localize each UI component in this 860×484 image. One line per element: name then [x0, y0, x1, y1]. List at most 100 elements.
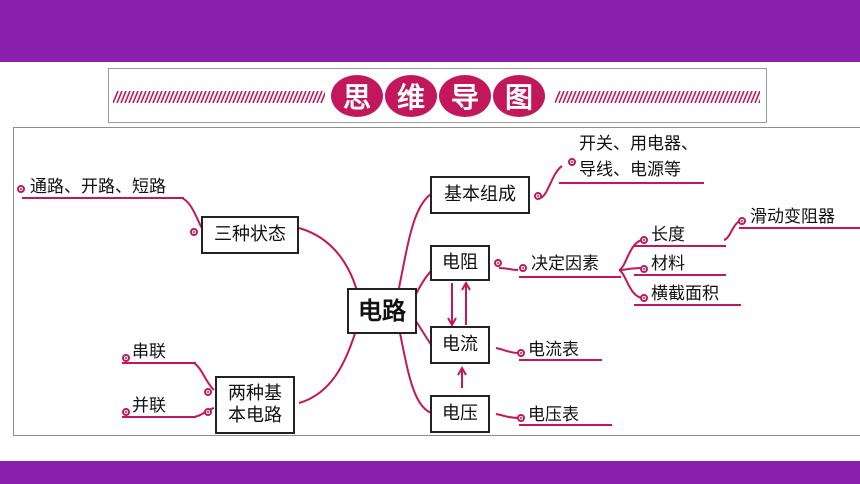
hatch-stroke — [168, 91, 175, 103]
hatch-stroke — [730, 91, 737, 103]
bullet-dot-core — [643, 239, 645, 241]
hatch-stroke — [574, 91, 581, 103]
bullet-dot — [517, 349, 525, 357]
node-composition: 基本组成 — [430, 176, 530, 214]
hatch-stroke — [224, 91, 231, 103]
text-composition-line1: 开关、用电器、 — [579, 134, 698, 154]
text-composition-line2: 导线、电源等 — [579, 160, 681, 180]
hatch-stroke — [113, 91, 119, 103]
hatch-stroke — [188, 91, 195, 103]
bullet-dot-core — [741, 220, 743, 222]
text-rheostat: 滑动变阻器 — [750, 207, 835, 227]
link-composition-items — [540, 165, 563, 199]
link-resistance-factor — [498, 267, 519, 271]
hatch-stroke — [236, 91, 243, 103]
hatch-stroke — [654, 91, 661, 103]
hatch-stroke — [622, 91, 629, 103]
hatch-stroke — [252, 91, 259, 103]
hatch-stroke — [272, 91, 279, 103]
bullet-dot-core — [520, 417, 522, 419]
link-current-ammeter — [495, 347, 520, 354]
hatch-stroke — [180, 91, 187, 103]
bullet-dot-core — [125, 411, 127, 413]
bullet-dot — [568, 158, 576, 166]
link-factor-length — [618, 239, 643, 271]
text-cross-section: 横截面积 — [651, 284, 719, 304]
hatch-stroke — [614, 91, 621, 103]
hatch-stroke — [136, 91, 143, 103]
hatch-stroke — [598, 91, 605, 103]
link-center-composition — [398, 191, 435, 289]
hatch-stroke — [586, 91, 593, 103]
hatch-stroke — [658, 91, 665, 103]
hatch-stroke — [758, 98, 760, 103]
hatch-stroke — [590, 91, 597, 103]
hatch-stroke — [216, 91, 223, 103]
bullet-dot-core — [520, 352, 522, 354]
hatch-stroke — [734, 91, 741, 103]
hatch-stroke — [722, 91, 729, 103]
hatch-stroke — [320, 91, 325, 103]
hatch-stroke — [566, 91, 573, 103]
title-char: 思 — [331, 75, 383, 117]
node-current: 电流 — [430, 326, 490, 364]
hatch-stroke — [638, 91, 645, 103]
bullet-dot-core — [537, 195, 539, 197]
bullet-dot-core — [497, 262, 499, 264]
hatch-stroke — [152, 91, 159, 103]
hatch-stroke — [602, 91, 609, 103]
hatch-stroke — [682, 91, 689, 103]
hatch-stroke — [582, 91, 589, 103]
bullet-dot-core — [207, 391, 209, 393]
hatch-stroke — [280, 91, 287, 103]
link-factor-area — [618, 269, 643, 299]
hatch-stroke — [228, 91, 235, 103]
bullet-dot-core — [193, 231, 195, 233]
node-two-circuits: 两种基本电路 — [215, 376, 295, 434]
hatch-stroke — [642, 91, 649, 103]
bullet-dot — [204, 408, 212, 416]
title-banner: 思 维 导 图 — [108, 68, 767, 123]
arrow-up2-head — [457, 365, 467, 376]
bullet-dot — [640, 265, 648, 273]
title-char: 图 — [493, 75, 545, 117]
hatch-stroke — [312, 91, 319, 103]
center-node-circuit: 电路 — [347, 288, 417, 334]
hatch-stroke — [308, 91, 315, 103]
hatch-stroke — [260, 91, 267, 103]
bullet-dot — [122, 408, 130, 416]
bullet-dot — [534, 192, 542, 200]
hatch-stroke — [304, 91, 311, 103]
hatch-stroke — [618, 91, 625, 103]
bullet-dot — [122, 354, 130, 362]
hatch-stroke — [296, 91, 303, 103]
hatch-stroke — [124, 91, 131, 103]
node-voltage: 电压 — [430, 395, 490, 433]
hatch-stroke — [626, 91, 633, 103]
hatch-stroke — [164, 91, 171, 103]
bullet-dot-core — [522, 267, 524, 269]
hatch-stroke — [694, 91, 701, 103]
text-resistance-factor: 决定因素 — [531, 254, 599, 274]
hatch-stroke — [706, 91, 713, 103]
hatch-stroke — [646, 91, 653, 103]
hatch-stroke — [284, 91, 291, 103]
text-length: 长度 — [651, 225, 685, 245]
hatch-stroke — [220, 91, 227, 103]
hatch-stroke — [212, 91, 219, 103]
title-char: 维 — [385, 75, 437, 117]
hatch-stroke — [702, 91, 709, 103]
hatch-stroke — [208, 91, 215, 103]
node-three-states: 三种状态 — [201, 216, 299, 254]
link-center-voltage — [398, 327, 435, 415]
hatch-stroke — [578, 91, 585, 103]
hatch-stroke — [200, 91, 207, 103]
hatch-stroke — [116, 91, 123, 103]
hatch-stroke — [256, 91, 263, 103]
text-voltmeter: 电压表 — [528, 405, 579, 425]
bullet-dot — [640, 294, 648, 302]
hatch-stroke — [662, 91, 669, 103]
hatch-stroke — [184, 91, 191, 103]
hatch-stroke — [746, 91, 753, 103]
hatch-stroke — [316, 91, 323, 103]
